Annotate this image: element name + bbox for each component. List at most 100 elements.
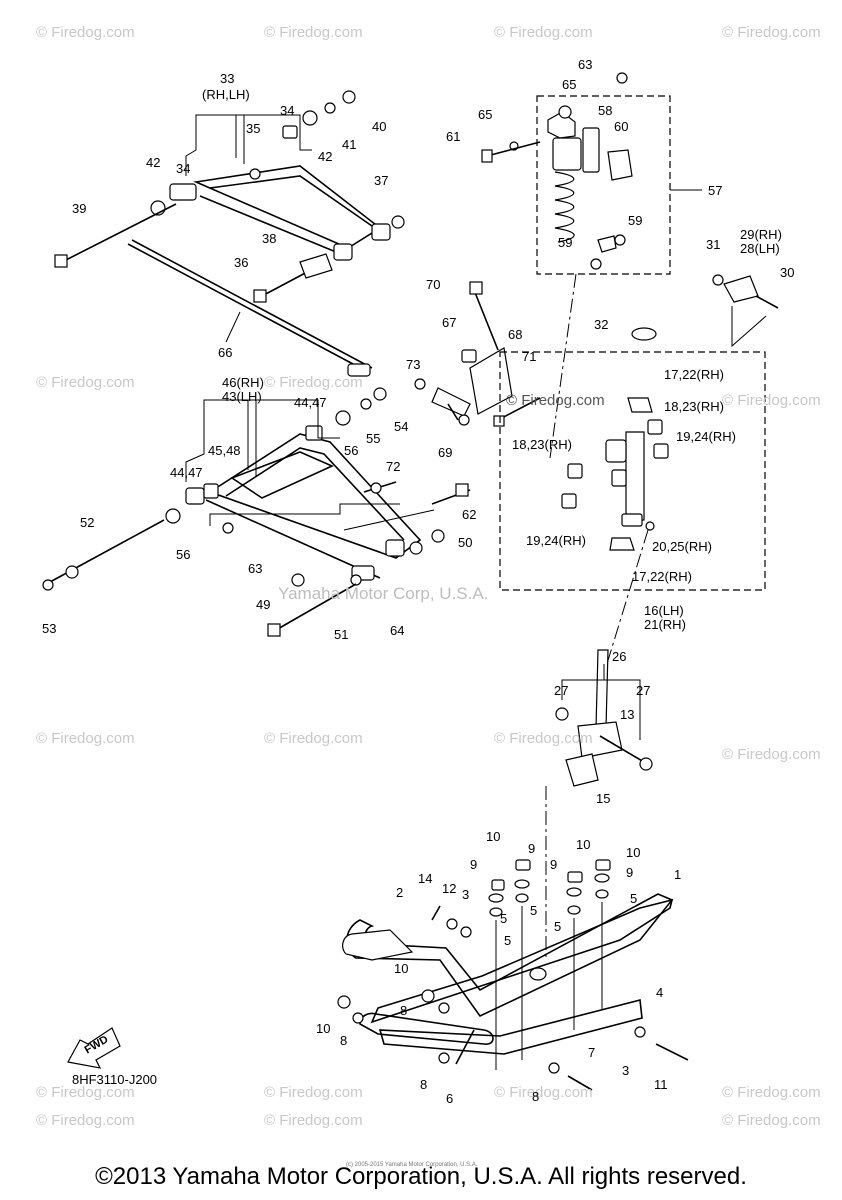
small-copyright-line: (c) 2005-2015 Yamaha Motor Corporation, … — [346, 1162, 478, 1168]
watermark: © Firedog.com — [264, 24, 363, 41]
callout-label: 34 — [176, 161, 191, 176]
callout-label: 8 — [340, 1033, 348, 1048]
callout-label: 5 — [630, 891, 638, 906]
callout-label: 63 — [248, 561, 263, 576]
callout-label: 29(RH) — [740, 227, 782, 242]
callout-label: 30 — [780, 265, 795, 280]
watermark: © Firedog.com — [722, 392, 821, 409]
watermark: © Firedog.com — [36, 374, 135, 391]
callout-label: 11 — [654, 1077, 668, 1092]
rod-66 — [127, 239, 373, 377]
callout-label: 5 — [504, 933, 512, 948]
callout-label: 58 — [598, 103, 613, 118]
callout-label: 43(LH) — [222, 389, 262, 404]
callout-label: 17,22(RH) — [632, 569, 692, 584]
watermark: © Firedog.com — [722, 746, 821, 763]
callout-label: 19,24(RH) — [526, 533, 586, 548]
center-watermark: Yamaha Motor Corp, U.S.A. — [278, 584, 489, 603]
callout-label: 51 — [334, 627, 349, 642]
callout-label: 54 — [394, 419, 409, 434]
watermark: © Firedog.com — [36, 1112, 135, 1129]
callout-label: 71 — [522, 349, 537, 364]
callout-label: 60 — [614, 119, 629, 134]
callout-label: 6 — [446, 1091, 454, 1106]
shock-absorber — [481, 72, 702, 275]
copyright-footer: ©2013 Yamaha Motor Corporation, U.S.A. A… — [95, 1163, 747, 1190]
callout-label: 3 — [622, 1063, 630, 1078]
callout-label: 10 — [394, 961, 409, 976]
callout-label: 64 — [390, 623, 405, 638]
steering-post — [555, 649, 653, 787]
callout-label: 38 — [262, 231, 277, 246]
link-assembly — [370, 281, 541, 494]
watermark: © Firedog.com — [264, 1084, 363, 1101]
callout-label: 56 — [344, 443, 359, 458]
callout-label: (RH,LH) — [202, 87, 250, 102]
callout-label: 19,24(RH) — [676, 429, 736, 444]
callout-label: 49 — [256, 597, 271, 612]
callout-label: 37 — [374, 173, 389, 188]
watermark: © Firedog.com — [36, 24, 135, 41]
callout-label: 26 — [612, 649, 627, 664]
callout-label: 55 — [366, 431, 381, 446]
callout-label: 10 — [486, 829, 501, 844]
callout-label: 46(RH) — [222, 375, 264, 390]
callout-label: 2 — [396, 885, 404, 900]
callout-label: 61 — [446, 129, 461, 144]
callout-label: 67 — [442, 315, 457, 330]
callout-label: 13 — [620, 707, 635, 722]
callout-label: 62 — [462, 507, 477, 522]
callout-label: 10 — [626, 845, 641, 860]
callout-label: 57 — [708, 183, 723, 198]
callout-label: 63 — [578, 57, 593, 72]
callout-label: 72 — [386, 459, 401, 474]
fwd-arrow-icon — [67, 1027, 121, 1069]
callout-label: 3 — [462, 887, 470, 902]
callout-label: 70 — [426, 277, 441, 292]
watermark: © Firedog.com — [264, 374, 363, 391]
callout-label: 8 — [400, 1003, 408, 1018]
watermark: © Firedog.com — [494, 1084, 593, 1101]
callout-label: 9 — [470, 857, 478, 872]
watermark: © Firedog.com — [494, 24, 593, 41]
callout-label: 65 — [562, 77, 577, 92]
callout-label: 44,47 — [170, 465, 203, 480]
callout-label: 56 — [176, 547, 191, 562]
callout-label: 8 — [532, 1089, 540, 1104]
diagram-ref-code: 8HF3110-J200 — [72, 1072, 158, 1087]
callout-label: 31 — [706, 237, 721, 252]
callout-label: 15 — [596, 791, 611, 806]
callout-label: 10 — [576, 837, 591, 852]
callout-label: 4 — [656, 985, 664, 1000]
callout-label: 32 — [594, 317, 609, 332]
callout-label: 17,22(RH) — [664, 367, 724, 382]
watermark: © Firedog.com — [722, 1084, 821, 1101]
callout-label: 50 — [458, 535, 473, 550]
callout-label: 59 — [558, 235, 573, 250]
watermark: © Firedog.com — [722, 1112, 821, 1129]
callout-label: 7 — [588, 1045, 596, 1060]
callout-label: 53 — [42, 621, 57, 636]
callout-label: 9 — [626, 865, 634, 880]
callout-label: 18,23(RH) — [664, 399, 724, 414]
callout-label: 12 — [442, 881, 457, 896]
callout-label: 5 — [530, 903, 538, 918]
callout-label: 42 — [146, 155, 161, 170]
callout-label: 5 — [554, 919, 562, 934]
callout-label: 39 — [72, 201, 87, 216]
callout-label: 69 — [438, 445, 453, 460]
callout-label: 36 — [234, 255, 249, 270]
callout-label: 8 — [420, 1077, 428, 1092]
callout-label: 52 — [80, 515, 95, 530]
callout-label: 20,25(RH) — [652, 539, 712, 554]
callout-label: 1 — [674, 867, 682, 882]
watermark: © Firedog.com — [722, 24, 821, 41]
callout-label: 41 — [342, 137, 357, 152]
watermark: © Firedog.com — [264, 1112, 363, 1129]
callout-label: 35 — [246, 121, 261, 136]
callout-label: 9 — [550, 857, 558, 872]
callout-label: 59 — [628, 213, 643, 228]
callout-label: 66 — [218, 345, 233, 360]
